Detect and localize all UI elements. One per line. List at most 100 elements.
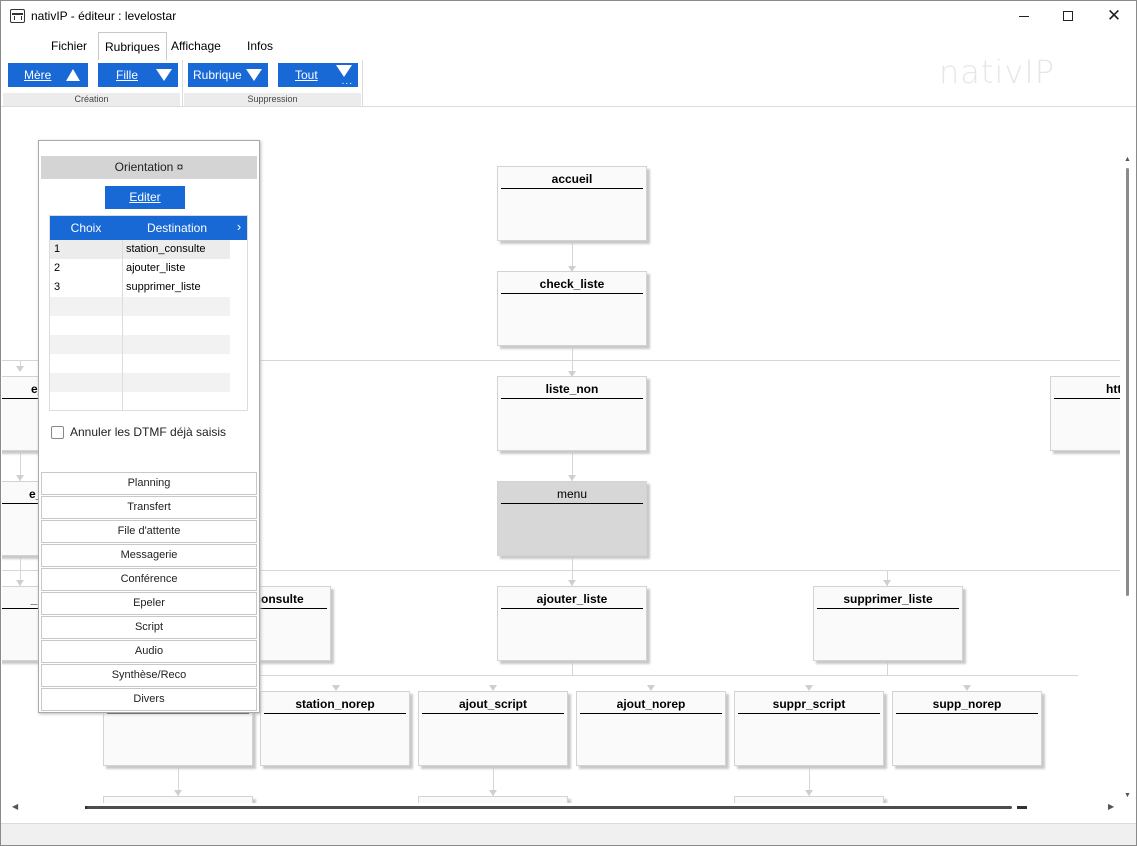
table-row[interactable]: 2 ajouter_liste [50, 259, 230, 278]
tab-affichage[interactable]: Affichage [171, 39, 221, 53]
group-label-suppression: Suppression [184, 93, 361, 106]
maximize-button[interactable] [1045, 1, 1091, 31]
node-title: accueil [501, 173, 643, 189]
arrow-down-icon [883, 580, 891, 586]
category-conference-button[interactable]: Conférence [41, 568, 257, 591]
flow-node-suppr-script[interactable]: suppr_script [734, 691, 884, 766]
table-row-empty[interactable] [50, 297, 230, 316]
table-row-empty[interactable] [50, 373, 230, 392]
minimize-icon [1019, 15, 1029, 17]
arrow-down-icon [805, 685, 813, 691]
arrow-down-icon [647, 685, 655, 691]
grid-divider [122, 240, 123, 410]
arrow-down-icon [568, 266, 576, 272]
connector [20, 360, 21, 370]
triangle-down-icon [336, 65, 352, 77]
category-epeler-button[interactable]: Epeler [41, 592, 257, 615]
flow-node-ajout-norep[interactable]: ajout_norep [576, 691, 726, 766]
delete-all-button[interactable]: Tout ... [278, 63, 358, 87]
table-row-empty[interactable] [50, 335, 230, 354]
flow-node-ajouter-liste[interactable]: ajouter_liste [497, 586, 647, 661]
scroll-down-icon[interactable]: ▼ [1124, 792, 1131, 799]
orientation-panel: Orientation ¤ Editer Choix Destination ›… [38, 140, 260, 713]
triangle-down-icon [246, 69, 262, 81]
connector [20, 453, 21, 481]
connector [572, 558, 573, 586]
tab-rubriques[interactable]: Rubriques [98, 32, 167, 60]
flow-node-partial[interactable] [103, 796, 253, 803]
table-row-empty[interactable] [50, 316, 230, 335]
cancel-dtmf-label: Annuler les DTMF déjà saisis [70, 425, 227, 439]
flow-node-supprimer-liste[interactable]: supprimer_liste [813, 586, 963, 661]
arrow-down-icon [16, 475, 24, 481]
edit-button[interactable]: Editer [105, 186, 185, 209]
arrow-down-icon [805, 790, 813, 796]
category-messagerie-button[interactable]: Messagerie [41, 544, 257, 567]
connector [2, 570, 1120, 571]
table-row[interactable]: 1 station_consulte [50, 240, 230, 259]
flow-node-station-norep[interactable]: station_norep [260, 691, 410, 766]
flow-node-menu[interactable]: menu [497, 481, 647, 556]
flow-node-check-liste[interactable]: check_liste [497, 271, 647, 346]
column-header-destination[interactable]: Destination [146, 221, 208, 235]
create-parent-label: Mère [24, 68, 52, 82]
node-title: ajout_script [422, 698, 564, 714]
triangle-down-icon [156, 69, 172, 81]
horizontal-scroll-thumb[interactable] [87, 806, 1012, 809]
cell-choix: 2 [54, 262, 61, 274]
tab-infos[interactable]: Infos [247, 39, 274, 53]
tab-fichier[interactable]: Fichier [51, 39, 88, 53]
scroll-up-icon[interactable]: ▲ [1124, 156, 1131, 163]
create-child-button[interactable]: Fille [98, 63, 178, 87]
horizontal-scroll-cap [1017, 806, 1027, 809]
arrow-down-icon [16, 580, 24, 586]
arrow-down-icon [16, 366, 24, 372]
connector [887, 570, 888, 586]
maximize-icon [1063, 11, 1073, 21]
menu-bar: Fichier Rubriques Affichage Infos [1, 32, 1136, 60]
chevron-right-icon[interactable]: › [236, 219, 242, 234]
table-row[interactable]: 3 supprimer_liste [50, 278, 230, 297]
arrow-down-icon [568, 475, 576, 481]
delete-rubrique-button[interactable]: Rubrique [188, 63, 268, 87]
flow-node-partial[interactable] [418, 796, 568, 803]
connector [809, 768, 810, 796]
category-planning-button[interactable]: Planning [41, 472, 257, 495]
close-button[interactable]: ✕ [1106, 6, 1122, 25]
table-row-empty[interactable] [50, 354, 230, 373]
category-script-button[interactable]: Script [41, 616, 257, 639]
category-file-attente-button[interactable]: File d'attente [41, 520, 257, 543]
flow-node-right-htt[interactable]: htt [1050, 376, 1120, 451]
flow-node-liste-non[interactable]: liste_non [497, 376, 647, 451]
triangle-up-icon [66, 69, 80, 81]
category-transfert-button[interactable]: Transfert [41, 496, 257, 519]
ribbon-separator [182, 60, 183, 106]
connector [493, 768, 494, 796]
arrow-down-icon [489, 685, 497, 691]
panel-header: Orientation ¤ [41, 156, 257, 179]
flow-node-partial[interactable] [734, 796, 884, 803]
column-header-choix[interactable]: Choix [70, 221, 102, 235]
node-title: htt [1054, 383, 1120, 399]
cancel-dtmf-checkbox[interactable] [51, 426, 64, 439]
vertical-scroll-thumb[interactable] [1126, 168, 1129, 596]
scroll-left-icon[interactable]: ◀ [12, 802, 19, 811]
create-parent-button[interactable]: Mère [8, 63, 88, 87]
node-title: ajouter_liste [501, 593, 643, 609]
category-divers-button[interactable]: Divers [41, 688, 257, 711]
minimize-button[interactable] [1001, 1, 1047, 31]
flow-node-supp-norep[interactable]: supp_norep [892, 691, 1042, 766]
arrow-down-icon [568, 371, 576, 377]
node-title: check_liste [501, 278, 643, 294]
arrow-down-icon [489, 790, 497, 796]
vertical-scrollbar[interactable]: ▲ ▼ [1120, 108, 1136, 823]
node-title: liste_non [501, 383, 643, 399]
arrow-down-icon [963, 685, 971, 691]
category-synthese-reco-button[interactable]: Synthèse/Reco [41, 664, 257, 687]
flow-node-ajout-script[interactable]: ajout_script [418, 691, 568, 766]
category-audio-button[interactable]: Audio [41, 640, 257, 663]
scroll-right-icon[interactable]: ▶ [1108, 802, 1115, 811]
flow-node-accueil[interactable]: accueil [497, 166, 647, 241]
horizontal-scrollbar[interactable]: ◀ ▶ [1, 801, 1120, 815]
